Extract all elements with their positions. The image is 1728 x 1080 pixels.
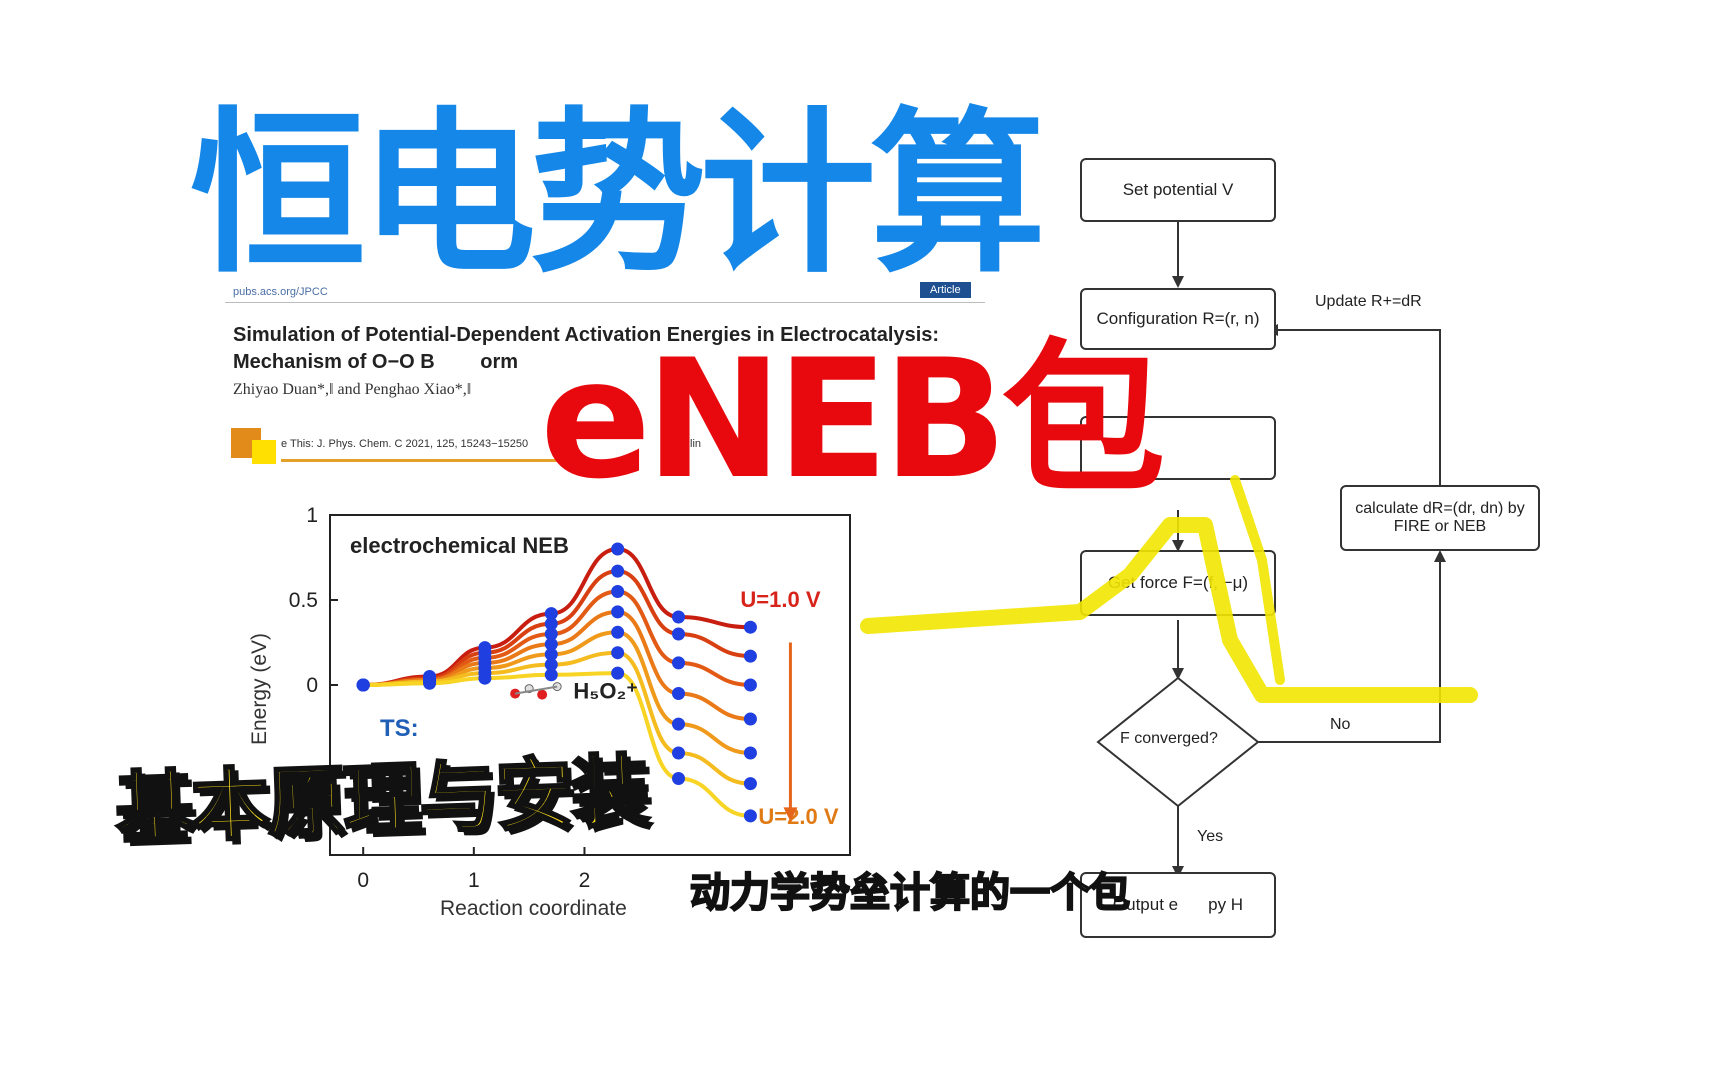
subtitle-cn: 基本原理与安装 (112, 745, 650, 857)
x-tick-label: 1 (468, 869, 480, 892)
x-tick-labels: 0 1 2 (357, 847, 590, 892)
flowchart: Set potential V Configuration R=(r, n) G… (1050, 150, 1540, 950)
journal-url[interactable]: pubs.acs.org/JPCC (233, 286, 328, 298)
y-tick-labels: 10.50 (289, 505, 338, 697)
data-point (423, 676, 437, 690)
u-bottom-label: U=2.0 V (758, 804, 838, 829)
data-point (672, 772, 686, 785)
scf-box (1080, 416, 1276, 480)
data-point (544, 647, 558, 661)
molecule-icon (510, 682, 562, 700)
data-point (544, 617, 558, 631)
data-point (743, 809, 757, 823)
paper-title-text: Simulation of Potential-Dependent Activa… (233, 324, 940, 373)
ts-label: TS: (380, 715, 419, 742)
header-divider (225, 302, 985, 303)
points-group (356, 542, 757, 823)
no-label: No (1330, 716, 1351, 733)
cite-line[interactable]: e This: J. Phys. Chem. C 2021, 125, 1524… (281, 438, 529, 450)
yes-label: Yes (1197, 828, 1224, 845)
data-point (478, 671, 492, 685)
data-point (611, 646, 625, 660)
potential-arrow-head (783, 807, 798, 822)
data-point (611, 585, 625, 598)
data-point (672, 656, 686, 670)
cite-line-tail: lin (690, 438, 702, 450)
paper-header: pubs.acs.org/JPCC Article Simulation of … (225, 280, 1045, 470)
data-point (611, 666, 625, 680)
y-tick-label: 1 (306, 505, 318, 527)
data-point (544, 658, 558, 672)
data-point (611, 625, 625, 639)
paper-title-tail: orm (480, 351, 519, 373)
y-tick-label: 0.5 (289, 589, 318, 612)
u-top-label: U=1.0 V (740, 587, 820, 612)
converged-label: F converged? (1120, 730, 1218, 747)
data-point (743, 649, 757, 663)
flowchart-connectors (1096, 222, 1446, 878)
calculate-box: calculate dR=(dr, dn) by FIRE or NEB (1340, 485, 1540, 551)
data-point (672, 610, 686, 624)
x-tick-label: 0 (357, 869, 369, 892)
output-box: Output e py H (1080, 872, 1276, 938)
configuration-box: Configuration R=(r, n) (1080, 288, 1276, 350)
output-text-tail: py H (1208, 895, 1244, 914)
set-potential-box: Set potential V (1080, 158, 1276, 222)
data-point (672, 717, 686, 731)
data-point (743, 777, 757, 791)
data-point (743, 746, 757, 760)
article-badge: Article (920, 282, 971, 298)
data-point (611, 542, 625, 556)
main-title-en: eNEB包 (540, 324, 1166, 515)
data-point (743, 678, 757, 692)
data-point (544, 668, 558, 682)
y-axis-label: Energy (eV) (248, 633, 271, 745)
cite-underline (281, 459, 561, 462)
paper-title: Simulation of Potential-Dependent Activa… (233, 322, 953, 376)
y-tick-label: 0 (306, 674, 318, 697)
molecule-label: H₅O₂⁺ (573, 679, 637, 704)
data-point (611, 605, 625, 619)
x-tick-label: 2 (579, 869, 591, 892)
main-title-cn: 恒电势计算 (190, 92, 1046, 297)
data-point (611, 564, 625, 578)
output-text: Output e (1112, 895, 1179, 914)
chart-annotation-title: electrochemical NEB (350, 533, 569, 558)
data-point (743, 712, 757, 726)
data-point (544, 637, 558, 651)
update-label: Update R+=dR (1315, 293, 1422, 310)
data-point (544, 607, 558, 621)
x-axis-label: Reaction coordinate (440, 897, 627, 920)
data-point (743, 620, 757, 634)
video-caption: 动力学势垒计算的一个包 (689, 869, 1131, 917)
data-point (544, 627, 558, 641)
data-point (672, 687, 686, 700)
paper-authors: Zhiyao Duan*,‖ and Penghao Xiao*,‖ (233, 381, 472, 398)
data-point (672, 746, 686, 760)
data-point (356, 678, 370, 692)
cite-highlight-icon (252, 440, 276, 464)
data-point (672, 627, 686, 641)
